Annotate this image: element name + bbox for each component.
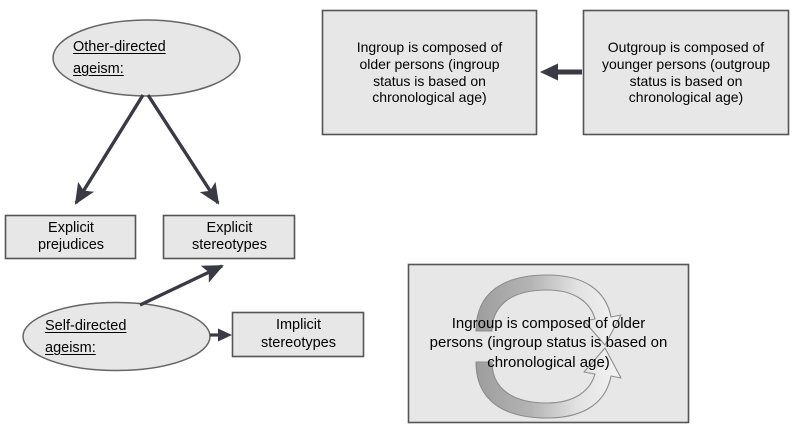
other-directed-ageism-ellipse-shape <box>52 19 241 97</box>
implicit-stereotypes-box-shape <box>231 311 365 358</box>
other-to-explicit-prejudices-arrow <box>74 94 145 205</box>
ingroup-box-shape <box>321 9 538 136</box>
cycle-panel-shape <box>407 263 690 424</box>
self-to-implicit-stereotypes-arrow <box>210 328 232 342</box>
outgroup-box-shape <box>582 9 790 136</box>
explicit-stereotypes-box-shape <box>162 214 296 260</box>
cycle-top-arrow-icon <box>475 274 622 346</box>
other-to-explicit-stereotypes-arrow <box>146 94 220 205</box>
outgroup-to-ingroup-arrow <box>540 63 582 81</box>
self-directed-ageism-ellipse-shape <box>22 301 211 372</box>
self-to-explicit-stereotypes-arrow <box>139 264 224 307</box>
cycle-bottom-arrow-icon <box>475 347 622 419</box>
explicit-prejudices-box-shape <box>4 214 137 260</box>
